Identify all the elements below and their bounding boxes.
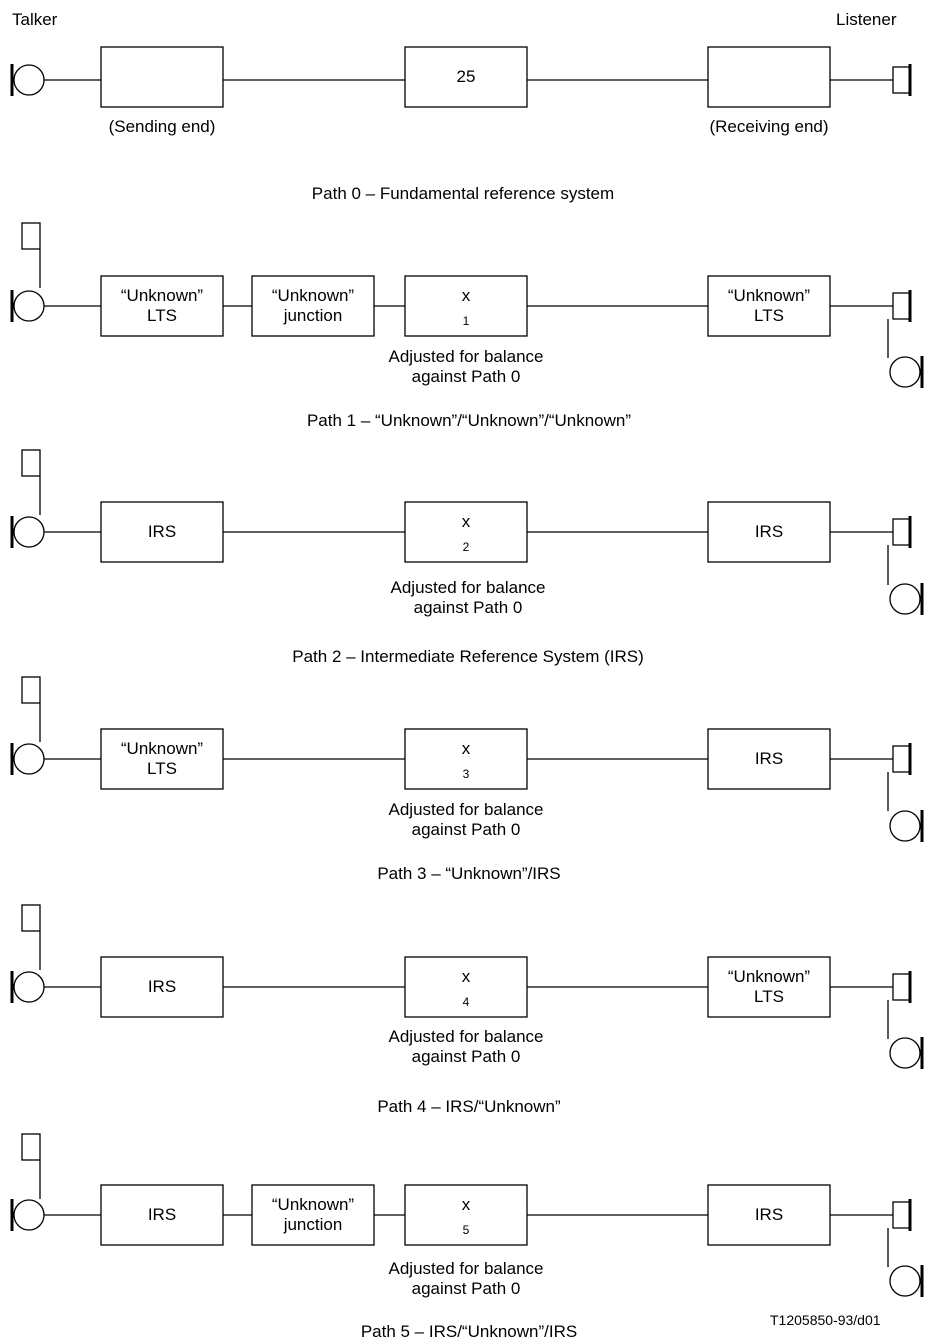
talker-ear-symbol [21, 904, 41, 932]
irs-label: IRS [147, 522, 177, 541]
talker-ear-symbol [21, 1133, 41, 1161]
listener-ear-symbol [892, 518, 911, 546]
talker-label: Talker [12, 10, 58, 29]
path-2-caption: Path 2 – Intermediate Reference System (… [292, 647, 644, 666]
path-0-diagram [10, 46, 912, 108]
talker-ear-symbol [21, 676, 41, 704]
listener-ear-symbol [892, 292, 911, 320]
path-3-diagram [10, 676, 924, 842]
unknown-lts-label: “Unknown”LTS [727, 286, 811, 325]
talker-ear-symbol [21, 222, 41, 250]
path-3-caption: Path 3 – “Unknown”/IRS [377, 864, 561, 883]
listener-ear-symbol [892, 66, 911, 94]
unknown-lts-label: “Unknown”LTS [727, 967, 811, 1006]
reference-value: 25 [456, 67, 476, 86]
unknown-junction-label: “Unknown”junction [271, 286, 355, 325]
path-1-diagram [10, 222, 924, 388]
unknown-junction-label: “Unknown”junction [271, 1195, 355, 1234]
listener-ear-symbol [892, 973, 911, 1001]
path-4-diagram [10, 904, 924, 1069]
listener-ear-symbol [892, 745, 911, 773]
path-4-caption: Path 4 – IRS/“Unknown” [377, 1097, 561, 1116]
talker-mouth-symbol [13, 290, 45, 322]
receiving-end-label: (Receiving end) [709, 117, 829, 136]
sending-end-label: (Sending end) [108, 117, 216, 136]
path-2-diagram [10, 449, 924, 615]
path-0-caption: Path 0 – Fundamental reference system [311, 184, 615, 203]
listener-mouth-symbol [889, 583, 921, 615]
reference-box-25 [404, 46, 528, 108]
talker-ear-symbol [21, 449, 41, 477]
listener-ear-symbol [892, 1201, 911, 1229]
talker-mouth-symbol [13, 971, 45, 1003]
talker-mouth-symbol [13, 64, 45, 96]
listener-mouth-symbol [889, 810, 921, 842]
listener-mouth-symbol [889, 356, 921, 388]
talker-mouth-symbol [13, 1199, 45, 1231]
talker-mouth-symbol [13, 743, 45, 775]
irs-label: IRS [754, 749, 784, 768]
listener-mouth-symbol [889, 1037, 921, 1069]
unknown-lts-label: “Unknown”LTS [120, 286, 204, 325]
unknown-lts-label: “Unknown”LTS [120, 739, 204, 778]
path-5-diagram [10, 1133, 924, 1297]
figure-id: T1205850-93/d01 [770, 1312, 881, 1328]
receiving-end-box [707, 46, 831, 108]
talker-mouth-symbol [13, 516, 45, 548]
path-1-caption: Path 1 – “Unknown”/“Unknown”/“Unknown” [306, 411, 632, 430]
listener-label: Listener [836, 10, 897, 29]
irs-label: IRS [754, 1205, 784, 1224]
sending-end-box [100, 46, 224, 108]
path-5-caption: Path 5 – IRS/“Unknown”/IRS [360, 1322, 578, 1341]
irs-label: IRS [754, 522, 784, 541]
irs-label: IRS [147, 977, 177, 996]
irs-label: IRS [147, 1205, 177, 1224]
listener-mouth-symbol [889, 1265, 921, 1297]
